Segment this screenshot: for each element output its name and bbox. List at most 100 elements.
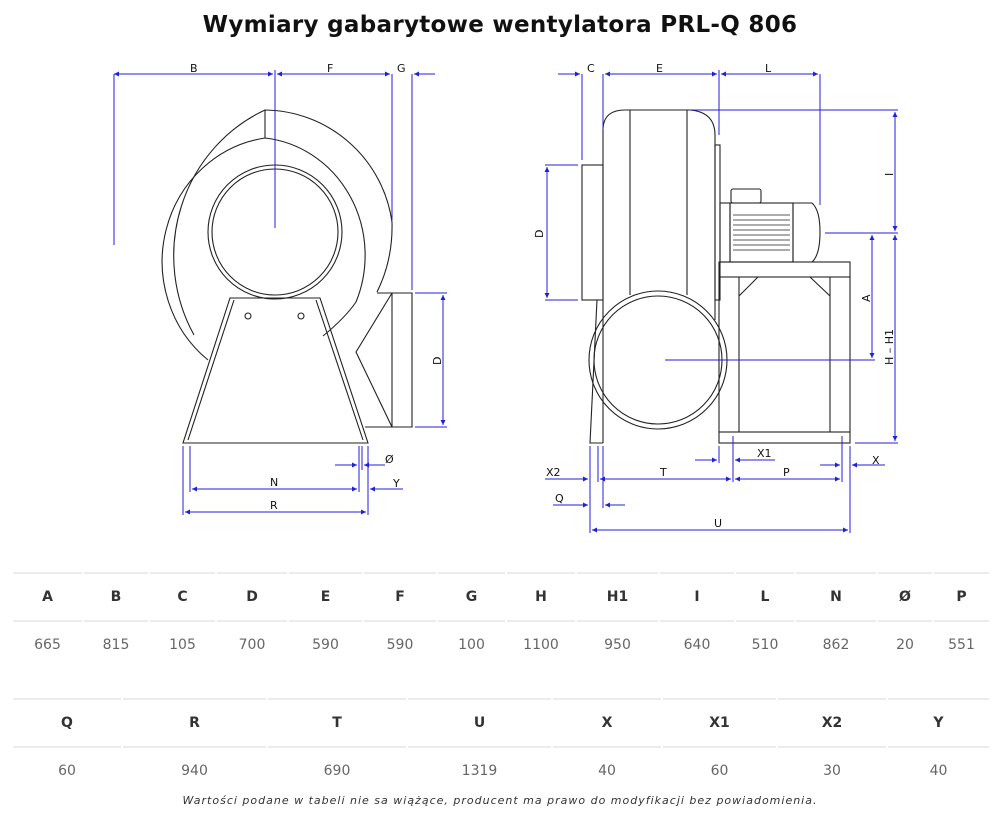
column-header: Q [13,698,121,748]
column-header: X [553,698,661,748]
column-header: A [13,572,82,622]
table-column: P 551 [933,572,990,668]
column-value: 690 [323,763,351,779]
column-header: U [408,698,551,748]
column-value: 100 [458,637,485,653]
dim-label-u: U [714,517,722,530]
column-value: 665 [34,637,61,653]
dimensions-table-2: Q 60 R 940 T 690 U 1319 X 40 X1 60 X2 30 Y 40 [12,698,990,794]
column-value: 940 [181,763,208,779]
column-header: T [268,698,406,748]
column-header: I [660,572,734,622]
column-header: F [364,572,436,622]
motor [719,188,821,263]
column-header: H1 [577,572,658,622]
column-value: 510 [751,637,779,653]
column-header: H [507,572,575,622]
dim-label-diameter: Ø [385,453,394,466]
table-column: F 590 [363,572,437,668]
dim-label-x2: X2 [546,466,561,479]
column-value: 20 [896,637,914,653]
dim-label-h-h1: H – H1 [883,329,896,365]
dim-label-d-front: D [431,357,444,365]
column-header: L [736,572,794,622]
table-column: H 1100 [506,572,576,668]
dim-label-y: Y [392,477,400,490]
column-header: E [289,572,362,622]
table-column: D 700 [216,572,288,668]
page-title: Wymiary gabarytowe wentylatora PRL-Q 806 [202,12,798,38]
column-value: 40 [598,763,616,779]
outlet-flange [365,292,413,428]
column-value: 1319 [461,763,498,779]
dim-label-i: I [883,173,896,176]
dim-label-d-side: D [533,230,546,238]
dim-label-l: L [765,62,772,75]
dim-label-x: X [872,454,880,467]
table-column: H1 950 [576,572,659,668]
column-value: 700 [238,637,266,653]
column-value: 30 [823,763,841,779]
scroll-housing-inner [161,137,366,361]
table-column: E 590 [288,572,363,668]
dim-label-b: B [190,62,198,75]
column-value: 815 [102,637,130,653]
column-value: 590 [386,637,414,653]
column-header: X1 [663,698,776,748]
column-header: P [934,572,989,622]
table-column: X2 30 [777,698,887,794]
column-value: 60 [58,763,76,779]
fan-dimension-drawing: B F G D N R Ø Y [113,62,898,533]
column-header: D [217,572,287,622]
front-view: B F G D N R Ø Y [113,62,447,515]
column-header: G [438,572,505,622]
column-value: 40 [929,763,948,779]
table-column: A 665 [12,572,83,668]
column-value: 551 [948,637,975,653]
table-column: Y 40 [887,698,990,794]
column-value: 950 [604,637,631,653]
side-view: C E L D I A H – H1 X1 X X2 T P Q U [533,62,898,533]
disclaimer-note: Wartości podane w tabeli nie sa wiążące,… [182,794,818,807]
motor-platform [718,261,851,278]
dim-label-q: Q [555,492,564,505]
dim-label-t: T [659,466,667,479]
dim-label-r: R [270,499,278,512]
table-column: X1 60 [662,698,777,794]
column-value: 105 [169,637,196,653]
table-column: Ø 20 [877,572,933,668]
column-header: R [123,698,266,748]
dim-label-g: G [397,62,406,75]
dim-label-x1: X1 [757,447,772,460]
column-value: 1100 [523,637,559,653]
column-value: 60 [710,763,729,779]
table-column: B 815 [83,572,149,668]
dim-label-n: N [270,476,278,489]
column-value: 640 [683,637,711,653]
scroll-housing-outer [173,109,393,336]
table-column: L 510 [735,572,795,668]
base-plate [182,297,369,444]
column-header: Y [888,698,989,748]
table-column: T 690 [267,698,407,794]
housing-side [602,109,716,443]
dim-label-c: C [587,62,595,75]
dim-label-a: A [860,294,873,302]
column-header: B [84,572,148,622]
table-column: Q 60 [12,698,122,794]
column-value: 590 [312,637,339,653]
dim-label-p: P [783,466,790,479]
table-column: X 40 [552,698,662,794]
column-value: 862 [822,637,850,653]
inlet-box [581,164,604,301]
table-column: G 100 [437,572,506,668]
table-column: R 940 [122,698,267,794]
table-column: I 640 [659,572,735,668]
dim-label-f: F [327,62,333,75]
dim-label-e: E [656,62,663,75]
column-header: X2 [778,698,886,748]
column-header: Ø [878,572,932,622]
